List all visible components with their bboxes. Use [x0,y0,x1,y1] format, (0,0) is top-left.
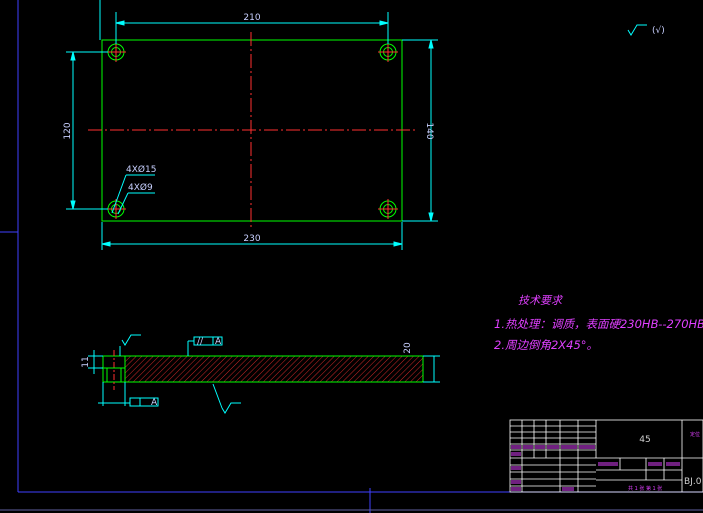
dim-210-label: 210 [243,13,260,23]
hole-callout-leader [99,0,155,215]
dim-230 [101,222,403,250]
section-hatch [124,355,424,383]
title-block-small-labels [511,445,680,491]
top-view: 210 230 120 140 [63,0,438,250]
tech-line-1: 1.热处理：调质，表面硬230HB--270HB; [494,317,703,331]
dim-120 [66,51,108,210]
hole-top-right [378,42,398,62]
title-block-code: BJ.0 [684,477,702,487]
dim-230-label: 230 [243,234,260,244]
roughness-symbol [627,24,647,36]
title-block-material: 45 [639,435,650,445]
dim-20-label: 20 [403,342,413,354]
dim-140 [402,39,438,222]
dim-140-label: 140 [424,122,434,139]
tolerance-ref-top: A [215,337,222,347]
dim-11-label: 11 [81,356,91,367]
tech-title: 技术要求 [518,294,564,307]
tech-line-2: 2.周边倒角2X45°。 [494,338,598,352]
dim-210 [115,12,389,44]
side-view: 20 11 // A [81,334,440,414]
tolerance-ref-bottom: A [151,398,158,408]
title-block [509,419,703,493]
title-block-label: 定位 [690,431,700,438]
tolerance-symbol-top: // [197,337,204,347]
hole-top-left [106,42,126,62]
hole-callout-15: 4XØ15 [126,164,156,175]
title-block-sheet-info: 共 1 张 第 1 张 [628,485,662,492]
roughness-note: (√) [652,25,665,36]
dim-120-label: 120 [63,122,73,139]
hole-bottom-right [378,199,398,219]
hole-callout-9: 4XØ9 [128,182,153,193]
